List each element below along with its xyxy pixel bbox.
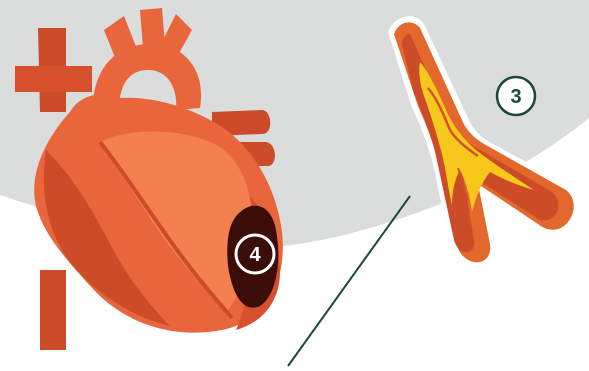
marker-4-label: 4 bbox=[249, 244, 261, 266]
marker-3-label: 3 bbox=[510, 86, 521, 108]
marker-3: 3 bbox=[497, 77, 535, 115]
vena-cava-lower bbox=[40, 270, 66, 350]
marker-4: 4 bbox=[236, 235, 274, 273]
pulmonary-vein-left bbox=[15, 66, 92, 92]
